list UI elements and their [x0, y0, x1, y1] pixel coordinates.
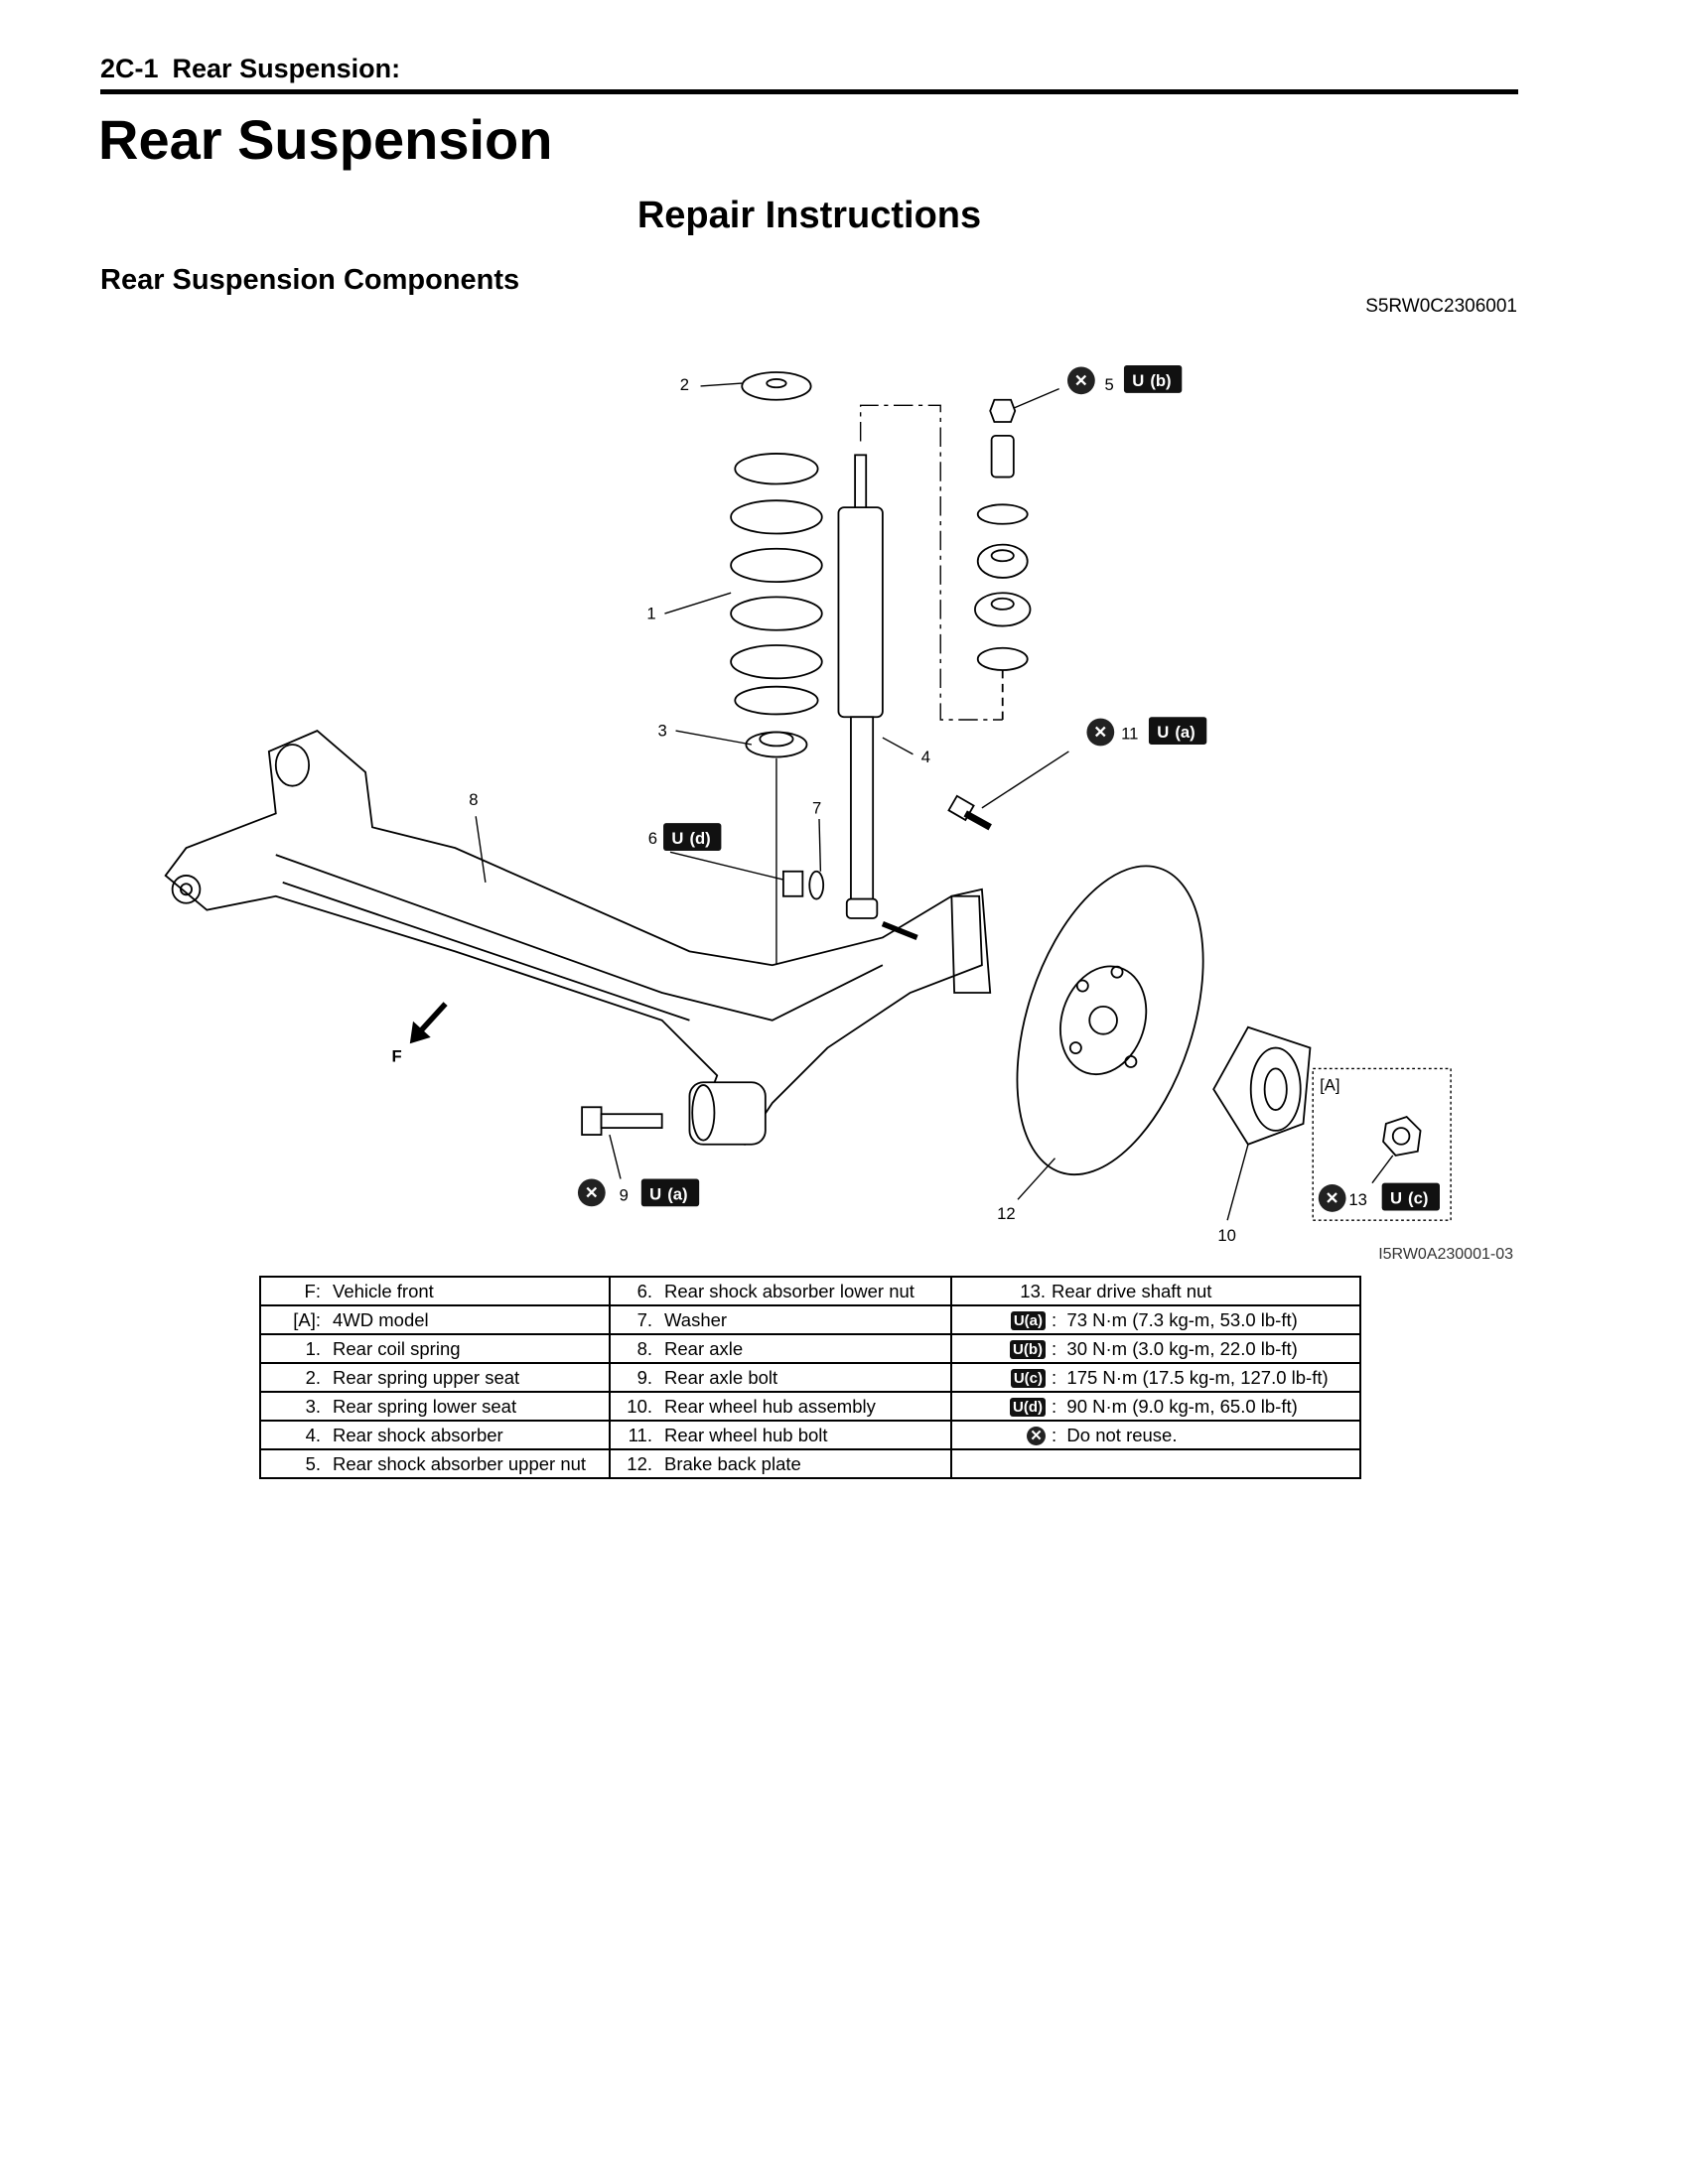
table-row: 4.Rear shock absorber 11.Rear wheel hub … [259, 1420, 1361, 1450]
callout-12: 12 [997, 1204, 1016, 1223]
callout-6: 6 [648, 829, 657, 848]
section-heading: Rear Suspension Components [100, 264, 520, 296]
legend-label: Rear shock absorber [333, 1424, 503, 1445]
legend-label: Rear drive shaft nut [1052, 1280, 1212, 1301]
table-row: 3.Rear spring lower seat 10.Rear wheel h… [259, 1391, 1361, 1422]
shock-absorber-part [837, 454, 884, 919]
figure-id: I5RW0A230001-03 [1378, 1246, 1513, 1263]
legend-label: Rear spring upper seat [333, 1366, 520, 1388]
coil-spring-part [730, 453, 823, 716]
callout-2: 2 [680, 375, 689, 394]
svg-text:U: U [671, 829, 683, 848]
torque-a-icon: U (a) [1148, 717, 1207, 745]
legend-label: 4WD model [333, 1308, 429, 1330]
table-row: F:Vehicle front 6.Rear shock absorber lo… [259, 1276, 1361, 1306]
page-subtitle: Repair Instructions [636, 195, 982, 236]
svg-text:(a): (a) [1175, 723, 1195, 742]
page-title: Rear Suspension [98, 108, 553, 171]
svg-text:(c): (c) [1408, 1189, 1428, 1208]
svg-text:✕: ✕ [1326, 1189, 1339, 1208]
lower-seat-part [745, 731, 808, 758]
table-row: 1.Rear coil spring 8.Rear axle U(b): 30 … [259, 1333, 1361, 1364]
legend-label: Rear coil spring [333, 1337, 461, 1359]
callout-1: 1 [646, 605, 655, 623]
svg-text:U: U [1132, 371, 1144, 390]
callout-8: 8 [469, 790, 478, 809]
table-row: 2.Rear spring upper seat 9.Rear axle bol… [259, 1362, 1361, 1393]
legend-label: Rear shock absorber upper nut [333, 1452, 587, 1474]
callout-11: 11 [1121, 724, 1138, 743]
table-row: [A]:4WD model 7.Washer U(a): 73 N·m (7.3… [259, 1304, 1361, 1335]
torque-c-icon: U(c) [1010, 1369, 1046, 1389]
do-not-reuse-icon: ✕ [1086, 718, 1115, 747]
callout-4wd: [A] [1320, 1076, 1339, 1095]
upper-seat-part [741, 371, 812, 401]
drive-shaft-nut-part [1382, 1115, 1422, 1157]
lower-nut-part [781, 870, 918, 941]
torque-value: 90 N·m (9.0 kg-m, 65.0 lb-ft) [1066, 1395, 1298, 1417]
axle-bolt-part [581, 1106, 663, 1136]
upper-mount-parts [974, 398, 1032, 720]
do-not-reuse-icon: ✕ [1027, 1427, 1046, 1446]
legend-label: Rear shock absorber lower nut [664, 1280, 914, 1301]
torque-c-icon: U (c) [1381, 1182, 1440, 1211]
rear-axle-part [164, 730, 992, 1146]
legend-label: Vehicle front [333, 1280, 434, 1301]
legend-label: Rear axle [664, 1337, 744, 1359]
running-header: 2C-1 Rear Suspension: [100, 54, 400, 84]
do-not-reuse-icon: ✕ [577, 1178, 606, 1207]
svg-text:U: U [1157, 723, 1169, 742]
callout-3: 3 [658, 722, 667, 741]
torque-a-icon: U(a) [1010, 1311, 1046, 1331]
empty-cell [950, 1448, 1361, 1479]
callout-10: 10 [1217, 1226, 1236, 1245]
torque-a-icon: U (a) [640, 1178, 700, 1207]
do-not-reuse-label: Do not reuse. [1066, 1424, 1178, 1445]
front-arrow-icon [415, 1002, 448, 1036]
callout-5: 5 [1105, 375, 1114, 394]
svg-text:✕: ✕ [1074, 371, 1088, 390]
torque-b-icon: U (b) [1123, 365, 1183, 393]
legend-label: Rear spring lower seat [333, 1395, 517, 1417]
do-not-reuse-icon: ✕ [1318, 1184, 1346, 1212]
svg-text:U: U [1390, 1189, 1402, 1208]
svg-text:✕: ✕ [1093, 723, 1107, 742]
legend-label: Washer [664, 1308, 728, 1330]
callout-13: 13 [1348, 1190, 1367, 1209]
table-row: 5.Rear shock absorber upper nut 12.Brake… [259, 1448, 1361, 1479]
legend-table: F:Vehicle front 6.Rear shock absorber lo… [259, 1276, 1361, 1479]
section-code: S5RW0C2306001 [1365, 296, 1517, 317]
svg-text:(d): (d) [689, 829, 710, 848]
torque-value: 30 N·m (3.0 kg-m, 22.0 lb-ft) [1066, 1337, 1298, 1359]
section-title: Rear Suspension: [172, 54, 401, 83]
header-rule [100, 89, 1518, 94]
callout-front: F [391, 1046, 401, 1065]
callout-9: 9 [620, 1186, 629, 1205]
do-not-reuse-icons: ✕ ✕ ✕ ✕ [577, 366, 1346, 1212]
torque-value: 175 N·m (17.5 kg-m, 127.0 lb-ft) [1066, 1366, 1329, 1388]
legend-label: Rear wheel hub bolt [664, 1424, 828, 1445]
torque-d-icon: U(d) [1010, 1398, 1046, 1418]
brake-back-plate-part [1016, 865, 1204, 1176]
torque-d-icon: U (d) [663, 823, 722, 851]
wheel-hub-part [1212, 1025, 1312, 1146]
legend-label: Rear axle bolt [664, 1366, 778, 1388]
svg-text:(b): (b) [1150, 371, 1171, 390]
torque-b-icon: U(b) [1010, 1340, 1046, 1360]
do-not-reuse-icon: ✕ [1067, 366, 1095, 395]
legend-label: Rear wheel hub assembly [664, 1395, 876, 1417]
svg-text:✕: ✕ [585, 1183, 599, 1202]
torque-value: 73 N·m (7.3 kg-m, 53.0 lb-ft) [1066, 1308, 1298, 1330]
legend-label: Brake back plate [664, 1452, 801, 1474]
callout-4: 4 [921, 748, 930, 766]
hub-bolt-part [947, 794, 992, 831]
section-number: 2C-1 [100, 54, 159, 83]
callout-7: 7 [812, 798, 821, 817]
svg-text:(a): (a) [667, 1184, 687, 1203]
svg-text:U: U [649, 1184, 661, 1203]
